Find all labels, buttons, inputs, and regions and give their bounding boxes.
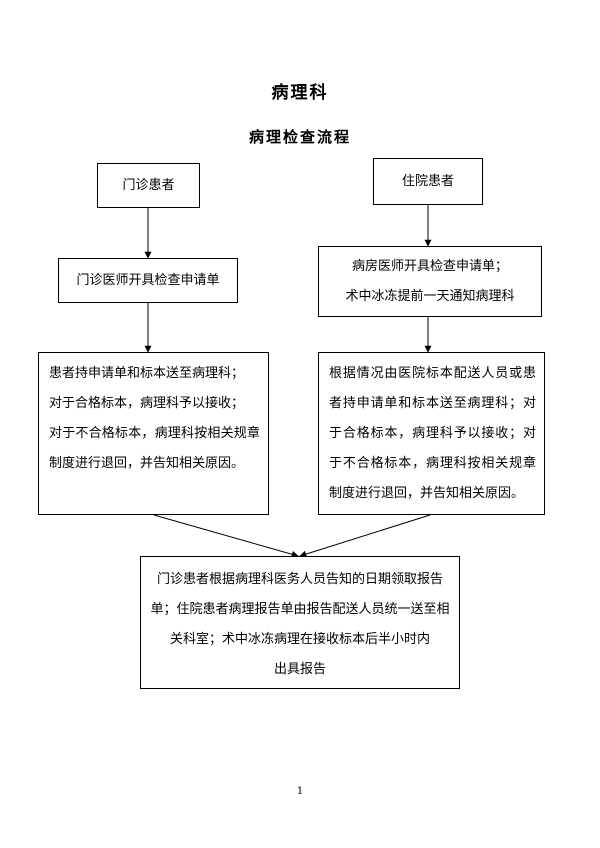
outpatient-box: 门诊患者 [97, 163, 200, 208]
inpatient-request-line-1: 病房医师开具检查申请单； [351, 258, 508, 274]
arrow-left-to-report [153, 514, 299, 558]
inpatient-label: 住院患者 [401, 173, 454, 189]
inpatient-delivery-text: 根据情况由医院标本配送人员或患者持申请单和标本送至病理科；对于合格标本，病理科予… [329, 366, 536, 501]
outpatient-delivery-line-2: 对于合格标本，病理科予以接收； [49, 396, 245, 411]
outpatient-label: 门诊患者 [122, 177, 175, 193]
inpatient-request-box: 病房医师开具检查申请单； 术中冰冻提前一天通知病理科 [318, 246, 542, 317]
inpatient-request-line-2: 术中冰冻提前一天通知病理科 [345, 288, 515, 304]
report-text: 门诊患者根据病理科医务人员告知的日期领取报告单；住院患者病理报告单由报告配送人员… [150, 572, 450, 647]
page-number: 1 [296, 786, 304, 797]
outpatient-delivery-line-1: 患者持申请单和标本送至病理科； [49, 366, 245, 381]
page-title: 病理科 [271, 83, 329, 103]
flow-subtitle: 病理检查流程 [248, 128, 351, 146]
outpatient-request-box: 门诊医师开具检查申请单 [58, 258, 238, 303]
report-box: 门诊患者根据病理科医务人员告知的日期领取报告单；住院患者病理报告单由报告配送人员… [140, 556, 460, 689]
outpatient-delivery-box: 患者持申请单和标本送至病理科； 对于合格标本，病理科予以接收； 对于不合格标本，… [38, 352, 269, 515]
arrow-right-to-report [299, 514, 431, 558]
outpatient-request-label: 门诊医师开具检查申请单 [76, 272, 220, 288]
outpatient-delivery-line-3: 对于不合格标本，病理科按相关规章制度进行退回，并告知相关原因。 [49, 426, 260, 471]
inpatient-delivery-box: 根据情况由医院标本配送人员或患者持申请单和标本送至病理科；对于合格标本，病理科予… [318, 352, 545, 515]
report-text-last: 出具报告 [273, 662, 326, 677]
inpatient-box: 住院患者 [373, 158, 483, 205]
